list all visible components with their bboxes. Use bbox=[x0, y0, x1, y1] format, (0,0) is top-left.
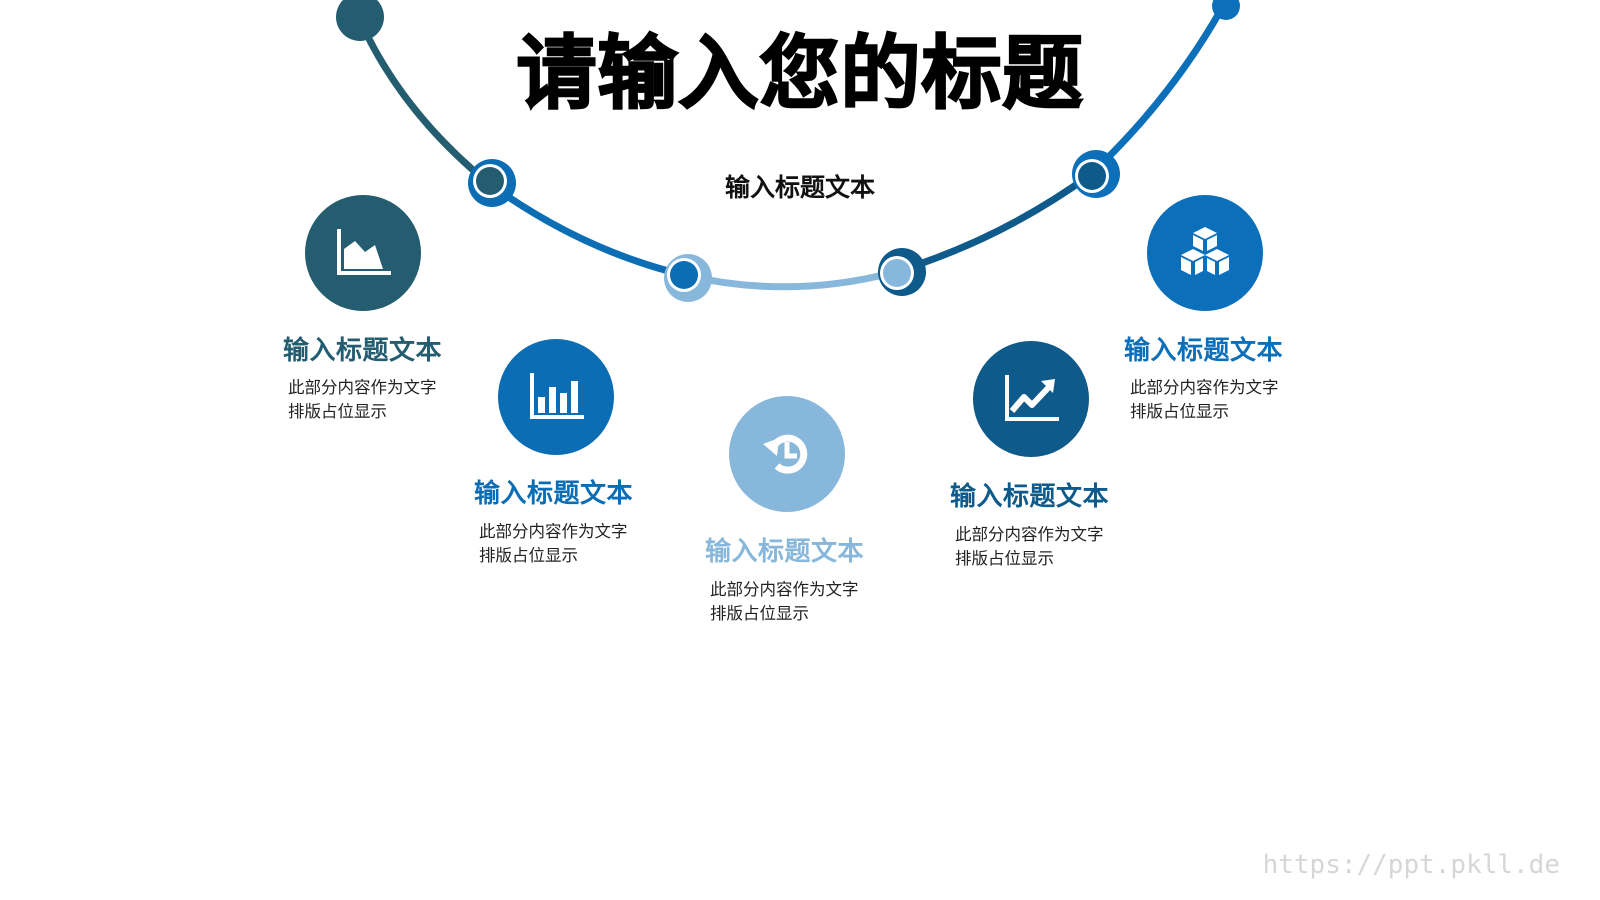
arc-node-end bbox=[1212, 0, 1240, 20]
arc-segment-3 bbox=[680, 268, 899, 291]
item-3-circle bbox=[729, 396, 845, 512]
main-title: 请输入您的标题 bbox=[516, 26, 1084, 121]
cubes-icon bbox=[1181, 227, 1229, 275]
bar-chart-icon bbox=[530, 373, 584, 419]
area-chart-icon bbox=[337, 229, 391, 275]
item-4-desc-line2: 排版占位显示 bbox=[955, 549, 1054, 568]
item-1-circle bbox=[305, 195, 421, 311]
trend-up-icon bbox=[1005, 375, 1059, 421]
item-2-desc-line2: 排版占位显示 bbox=[479, 546, 578, 565]
item-5-title: 输入标题文本 bbox=[1124, 336, 1284, 366]
item-3-desc-line1: 此部分内容作为文字 bbox=[710, 580, 859, 599]
arc-node-4 bbox=[1072, 150, 1120, 198]
arc-segment-1 bbox=[356, 16, 491, 186]
item-4-circle bbox=[973, 341, 1089, 457]
item-4-title: 输入标题文本 bbox=[950, 482, 1110, 512]
arc-node-start bbox=[336, 0, 384, 41]
arc-node-2 bbox=[664, 254, 712, 302]
item-2-desc: 此部分内容作为文字 排版占位显示 bbox=[479, 520, 649, 568]
arc-node-1 bbox=[468, 159, 516, 207]
item-5-desc: 此部分内容作为文字 排版占位显示 bbox=[1130, 376, 1300, 424]
item-1-desc-line1: 此部分内容作为文字 bbox=[288, 378, 437, 397]
item-2-circle bbox=[498, 339, 614, 455]
item-4-desc: 此部分内容作为文字 排版占位显示 bbox=[955, 523, 1125, 571]
item-3-desc-line2: 排版占位显示 bbox=[710, 604, 809, 623]
item-2-title: 输入标题文本 bbox=[474, 479, 634, 509]
subtitle: 输入标题文本 bbox=[724, 173, 875, 202]
watermark-url: https://ppt.pkll.de bbox=[1262, 850, 1560, 880]
item-1-desc-line2: 排版占位显示 bbox=[288, 402, 387, 421]
item-1-desc: 此部分内容作为文字 排版占位显示 bbox=[288, 376, 458, 424]
item-5-circle bbox=[1147, 195, 1263, 311]
item-5-desc-line2: 排版占位显示 bbox=[1130, 402, 1229, 421]
item-1-title: 输入标题文本 bbox=[283, 336, 443, 366]
item-3-title: 输入标题文本 bbox=[705, 537, 865, 567]
item-2-desc-line1: 此部分内容作为文字 bbox=[479, 522, 628, 541]
item-5-desc-line1: 此部分内容作为文字 bbox=[1130, 378, 1279, 397]
arc-node-3 bbox=[878, 248, 926, 296]
item-4-desc-line1: 此部分内容作为文字 bbox=[955, 525, 1104, 544]
item-3-desc: 此部分内容作为文字 排版占位显示 bbox=[710, 578, 880, 626]
history-icon bbox=[763, 434, 808, 474]
